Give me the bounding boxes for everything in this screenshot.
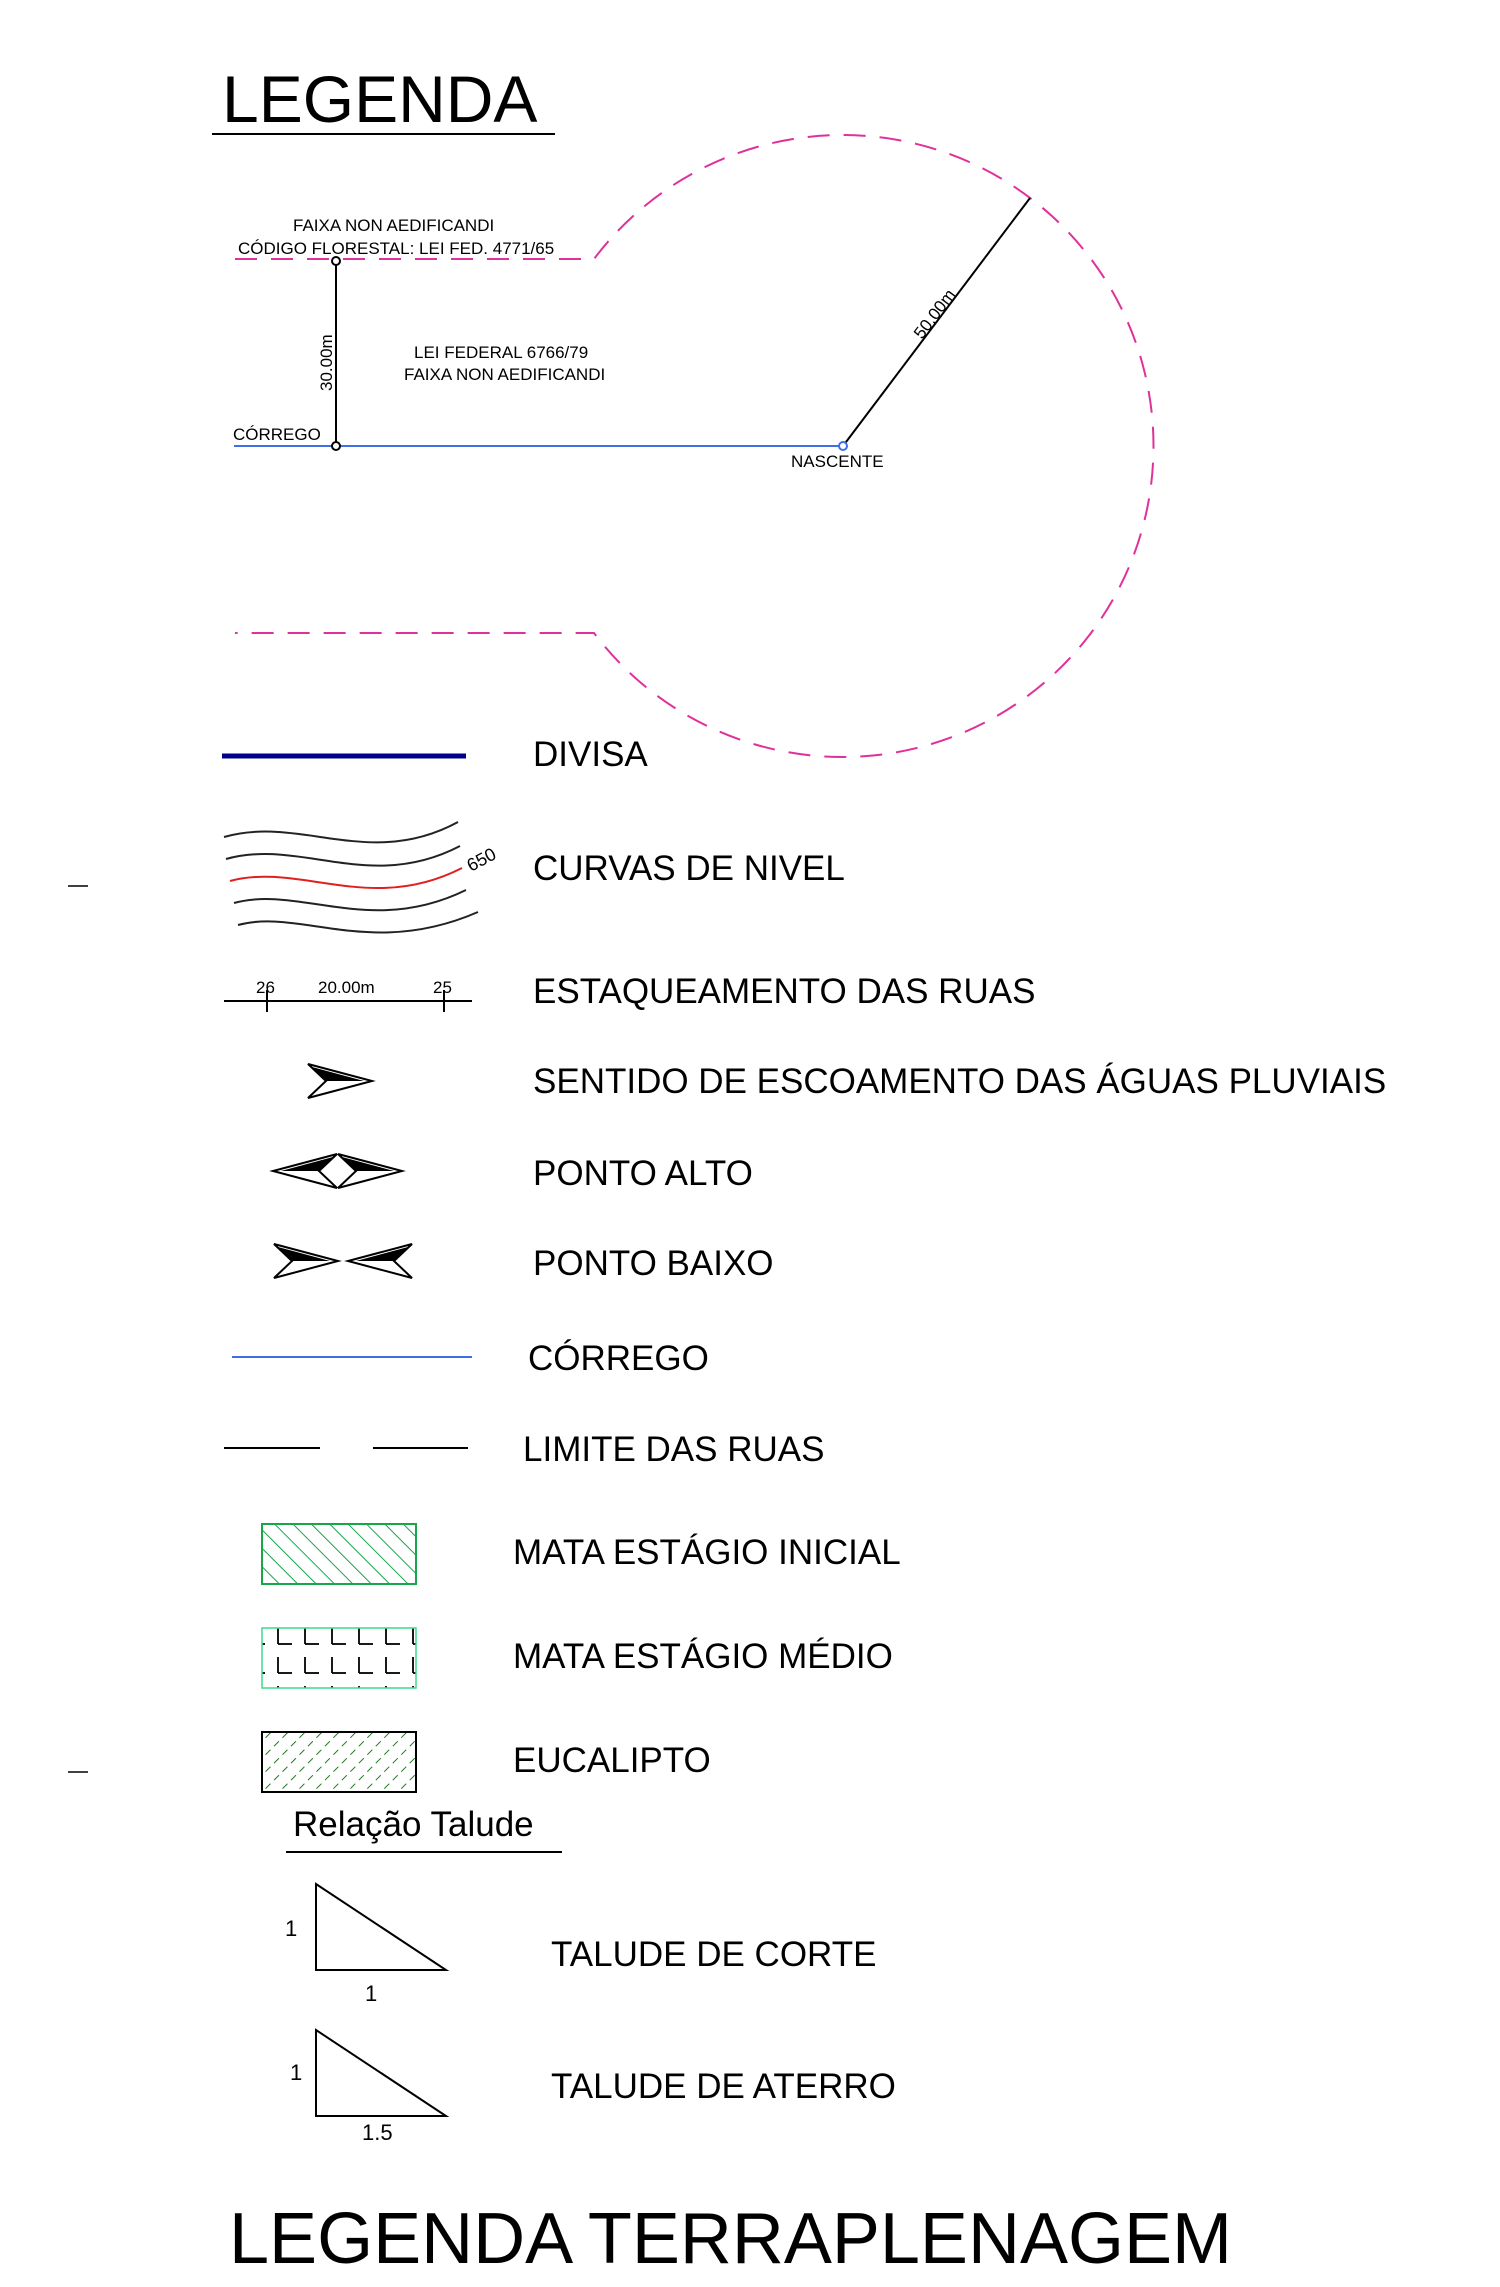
corrego-label: CÓRREGO [528, 1339, 709, 1378]
high-point-icon [269, 1153, 406, 1189]
faixa-label-2: CÓDIGO FLORESTAL: LEI FED. 4771/65 [238, 239, 554, 258]
estaqueamento-label: ESTAQUEAMENTO DAS RUAS [533, 972, 1035, 1011]
nascente-point [838, 441, 848, 451]
dimension-end-bottom [331, 441, 341, 451]
mata-inicial-label: MATA ESTÁGIO INICIAL [513, 1533, 901, 1572]
dimension-50m-line [842, 197, 1031, 447]
ponto-alto-label: PONTO ALTO [533, 1154, 753, 1193]
station-left-label: 26 [256, 978, 275, 997]
contour-lines-symbol [223, 821, 479, 934]
contour-value-label: 650 [463, 844, 499, 876]
sentido-label: SENTIDO DE ESCOAMENTO DAS ÁGUAS PLUVIAIS [533, 1062, 1386, 1101]
station-right-label: 25 [433, 978, 452, 997]
nascente-label: NASCENTE [791, 452, 884, 471]
divisa-label: DIVISA [533, 735, 648, 774]
corrego-diagram-label: CÓRREGO [233, 425, 321, 444]
limite-label: LIMITE DAS RUAS [523, 1430, 824, 1469]
lei-label-2: FAIXA NON AEDIFICANDI [404, 365, 605, 384]
talude-corte-vertical: 1 [285, 1916, 297, 1941]
curvas-label: CURVAS DE NIVEL [533, 849, 845, 888]
talude-aterro-vertical: 1 [290, 2060, 302, 2085]
eucalipto-symbol [261, 1731, 417, 1793]
dimension-50m-label: 50.00m [910, 286, 959, 343]
eucalipto-label: EUCALIPTO [513, 1741, 711, 1780]
talude-corte-triangle [315, 1882, 450, 1971]
lei-label-1: LEI FEDERAL 6766/79 [414, 343, 588, 362]
talude-aterro-horizontal: 1.5 [362, 2120, 393, 2145]
ponto-baixo-label: PONTO BAIXO [533, 1244, 774, 1283]
talude-corte-horizontal: 1 [365, 1981, 377, 2006]
page-title: LEGENDA [222, 62, 537, 136]
mata-inicial-symbol [261, 1523, 417, 1585]
footer-title: LEGENDA TERRAPLENAGEM [229, 2199, 1232, 2279]
talude-aterro-label: TALUDE DE ATERRO [551, 2067, 896, 2106]
talude-aterro-triangle [315, 2028, 450, 2117]
flow-direction-arrow-icon [307, 1063, 376, 1099]
talude-heading: Relação Talude [293, 1805, 534, 1844]
low-point-icon [273, 1243, 413, 1279]
mata-medio-symbol [261, 1627, 417, 1689]
station-symbol [224, 990, 472, 1012]
app-boundary-line [235, 134, 1155, 758]
station-distance-label: 20.00m [318, 978, 375, 997]
talude-corte-label: TALUDE DE CORTE [551, 1935, 876, 1974]
mata-medio-label: MATA ESTÁGIO MÉDIO [513, 1637, 893, 1676]
app-diagram: FAIXA NON AEDIFICANDI CÓDIGO FLORESTAL: … [233, 134, 1155, 758]
dimension-30m-label: 30.00m [317, 334, 336, 391]
dimension-end-top [331, 256, 341, 266]
faixa-label-1: FAIXA NON AEDIFICANDI [293, 216, 494, 235]
